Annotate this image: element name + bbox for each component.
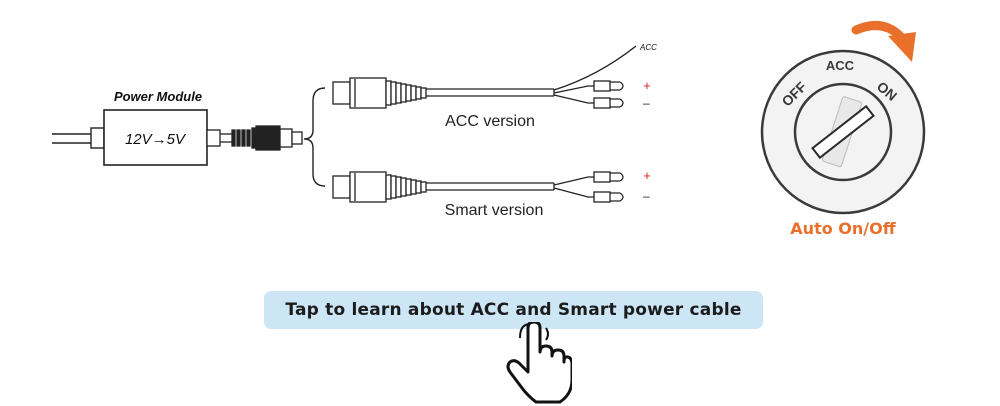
acc-fork-terminals <box>593 80 624 109</box>
key-slot <box>811 96 875 168</box>
power-module-box: Power Module 12V→5V <box>103 89 208 166</box>
smart-fork-terminals <box>593 171 624 203</box>
learn-more-button[interactable]: Tap to learn about ACC and Smart power c… <box>264 291 763 329</box>
output-connector <box>206 125 303 151</box>
module-voltage-text: 12V→5V <box>125 131 187 148</box>
learn-more-label: Tap to learn about ACC and Smart power c… <box>285 300 742 320</box>
ignition-acc-label: ACC <box>826 58 855 73</box>
acc-wire-label: ACC <box>639 43 657 52</box>
acc-version-cable <box>332 45 637 109</box>
input-cable <box>52 127 105 149</box>
acc-version-label: ACC version <box>445 113 535 130</box>
smart-version-cable <box>332 171 606 203</box>
split-bracket <box>303 87 326 187</box>
acc-minus-sign: – <box>643 96 650 110</box>
smart-version-label: Smart version <box>445 202 544 219</box>
smart-minus-sign: – <box>643 189 650 203</box>
ignition-switch: OFF ACC ON <box>760 49 926 215</box>
rotation-arrow-icon <box>851 21 916 62</box>
acc-plus-sign: + <box>643 78 651 93</box>
pointing-hand-icon <box>506 322 572 404</box>
auto-on-off-caption: Auto On/Off <box>790 219 896 238</box>
power-module-label: Power Module <box>114 89 202 104</box>
smart-plus-sign: + <box>643 168 651 183</box>
